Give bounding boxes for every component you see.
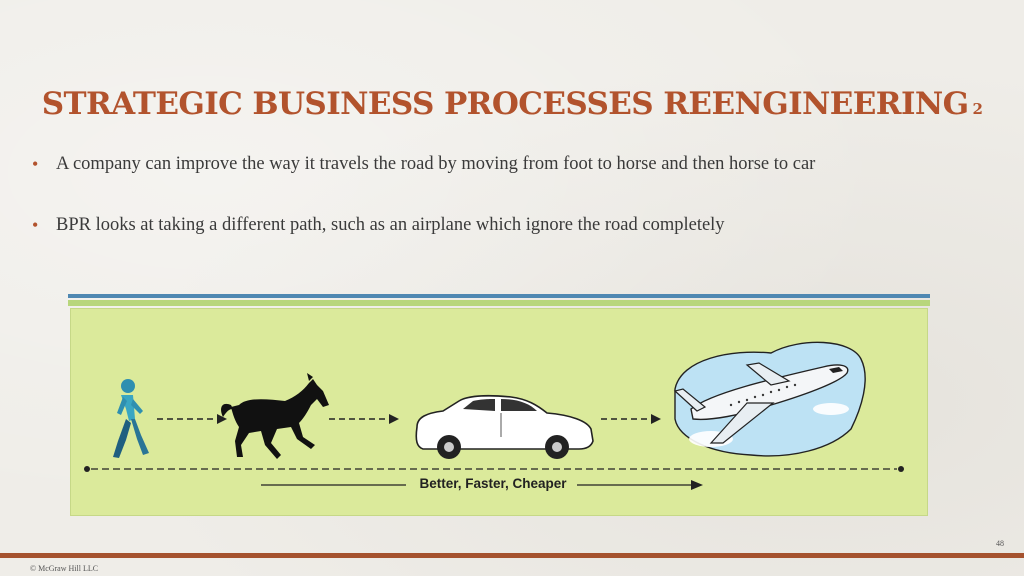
slide-title-text: STRATEGIC BUSINESS PROCESSES REENGINEERI… [41, 86, 969, 122]
figure-caption: Better, Faster, Cheaper [419, 476, 567, 491]
divider-blue [68, 294, 930, 298]
page-number: 48 [996, 539, 1004, 548]
bullet-item: • BPR looks at taking a different path, s… [32, 211, 992, 240]
road-line [84, 466, 904, 472]
divider-green [68, 300, 930, 306]
slide-title-suffix: 2 [972, 100, 983, 118]
bullet-text: A company can improve the way it travels… [56, 154, 816, 174]
horse-icon [221, 373, 329, 459]
footer-bar [0, 553, 1024, 558]
bpr-figure: Better, Faster, Cheaper [70, 308, 928, 516]
slide-title: STRATEGIC BUSINESS PROCESSES REENGINEERI… [0, 86, 1024, 122]
bpr-figure-art [84, 341, 904, 490]
bullet-dot-icon: • [32, 154, 39, 174]
bullet-list: • A company can improve the way it travel… [32, 150, 992, 240]
walking-person-icon [113, 379, 149, 458]
bullet-dot-icon: • [32, 215, 39, 235]
airplane-icon [673, 341, 866, 457]
copyright-text: © McGraw Hill LLC [30, 564, 99, 573]
arrow-connector [601, 414, 661, 424]
bullet-text: BPR looks at taking a different path, su… [56, 215, 725, 235]
arrow-connector [329, 414, 399, 424]
arrow-connector [157, 414, 227, 424]
bullet-item: • A company can improve the way it travel… [32, 150, 992, 179]
car-icon [415, 395, 594, 459]
improvement-arrow [261, 480, 703, 490]
